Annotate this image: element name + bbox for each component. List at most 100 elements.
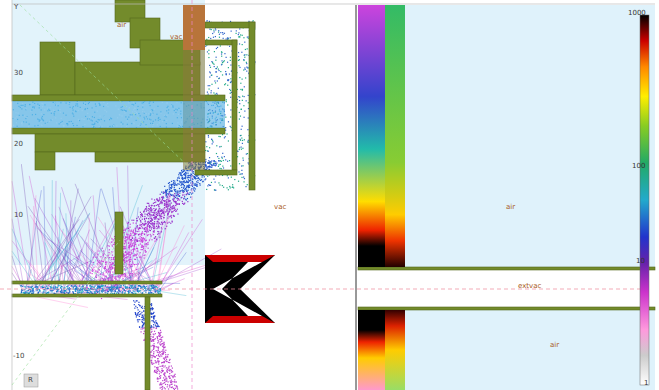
hit-dot [151, 363, 152, 364]
hit-dot [135, 237, 136, 238]
hit-dot [174, 185, 175, 186]
hit-dot [148, 218, 149, 219]
hit-dot [153, 321, 154, 322]
hit-dot [208, 162, 209, 163]
hit-dot [173, 195, 174, 196]
hit-dot [161, 203, 162, 204]
hit-dot [112, 245, 113, 246]
hit-dot [165, 352, 166, 353]
hit-dot [129, 244, 130, 245]
hit-dot [148, 223, 149, 224]
hit-dot [176, 204, 177, 205]
hit-dot [159, 215, 160, 216]
hit-dot [172, 190, 173, 191]
hit-dot [144, 339, 145, 340]
hit-dot [175, 182, 176, 183]
hit-dot [211, 165, 212, 166]
hit-dot [158, 361, 159, 362]
hit-dot [125, 269, 126, 270]
hit-dot [183, 188, 184, 189]
hit-dot [183, 171, 184, 172]
hit-dot [97, 254, 98, 255]
hit-dot [163, 196, 164, 197]
hit-dot [129, 264, 130, 265]
hit-dot [157, 326, 158, 327]
hit-dot [171, 217, 172, 218]
hit-dot [151, 223, 152, 224]
hit-dot [182, 178, 183, 179]
particle-track [34, 264, 66, 291]
hit-dot [176, 195, 177, 196]
hit-dot [130, 266, 131, 267]
hit-dot [144, 225, 145, 226]
hit-dot [68, 288, 69, 289]
particle-track [93, 195, 100, 288]
hit-dot [134, 245, 135, 246]
hit-dot [145, 220, 146, 221]
hit-dot [146, 240, 147, 241]
hit-dot [163, 217, 164, 218]
hit-dot [142, 239, 143, 240]
hit-dot [162, 197, 163, 198]
hit-dot [144, 228, 145, 229]
hit-dot [154, 346, 155, 347]
hit-dot [163, 197, 164, 198]
hit-dot [142, 219, 143, 220]
hit-dot [156, 286, 157, 287]
hit-dot [182, 190, 183, 191]
hit-dot [153, 232, 154, 233]
hit-dot [125, 252, 126, 253]
hit-dot [25, 287, 26, 288]
hit-dot [105, 275, 106, 276]
hit-dot [129, 247, 130, 248]
particle-track [157, 283, 173, 292]
hit-dot [164, 222, 165, 223]
hit-dot [138, 238, 139, 239]
hit-dot [102, 248, 103, 249]
hit-dot [158, 226, 159, 227]
hit-dot [154, 238, 155, 239]
hit-dot [136, 233, 137, 234]
hit-dot [117, 291, 118, 292]
hit-dot [161, 209, 162, 210]
hit-dot [179, 188, 180, 189]
hit-dot [161, 210, 162, 211]
hit-dot [173, 205, 174, 206]
hit-dot [156, 328, 157, 329]
hit-dot [184, 180, 185, 181]
hit-dot [71, 285, 72, 286]
hit-dot [130, 224, 131, 225]
hit-dot [140, 224, 141, 225]
hit-dot [139, 240, 140, 241]
hit-dot [183, 192, 184, 193]
hit-dot [122, 274, 123, 275]
hit-dot [126, 260, 127, 261]
hit-dot [127, 276, 128, 277]
hit-dot [158, 226, 159, 227]
hit-dot [139, 316, 140, 317]
hit-dot [161, 200, 162, 201]
hit-dot [142, 223, 143, 224]
air-region [405, 5, 655, 267]
hit-dot [154, 230, 155, 231]
hit-dot [213, 164, 214, 165]
hit-dot [168, 193, 169, 194]
hit-dot [115, 276, 116, 277]
hit-dot [26, 291, 27, 292]
hit-dot [57, 287, 58, 288]
hit-dot [169, 187, 170, 188]
hit-dot [159, 373, 160, 374]
hit-dot [156, 223, 157, 224]
hit-dot [121, 275, 122, 276]
hit-dot [184, 181, 185, 182]
hit-dot [128, 246, 129, 247]
hit-dot [125, 287, 126, 288]
hit-dot [166, 211, 167, 212]
hit-dot [171, 221, 172, 222]
hit-dot [139, 326, 140, 327]
hit-dot [159, 334, 160, 335]
hit-dot [152, 219, 153, 220]
hit-dot [210, 161, 211, 162]
hit-dot [148, 210, 149, 211]
hit-dot [191, 174, 192, 175]
